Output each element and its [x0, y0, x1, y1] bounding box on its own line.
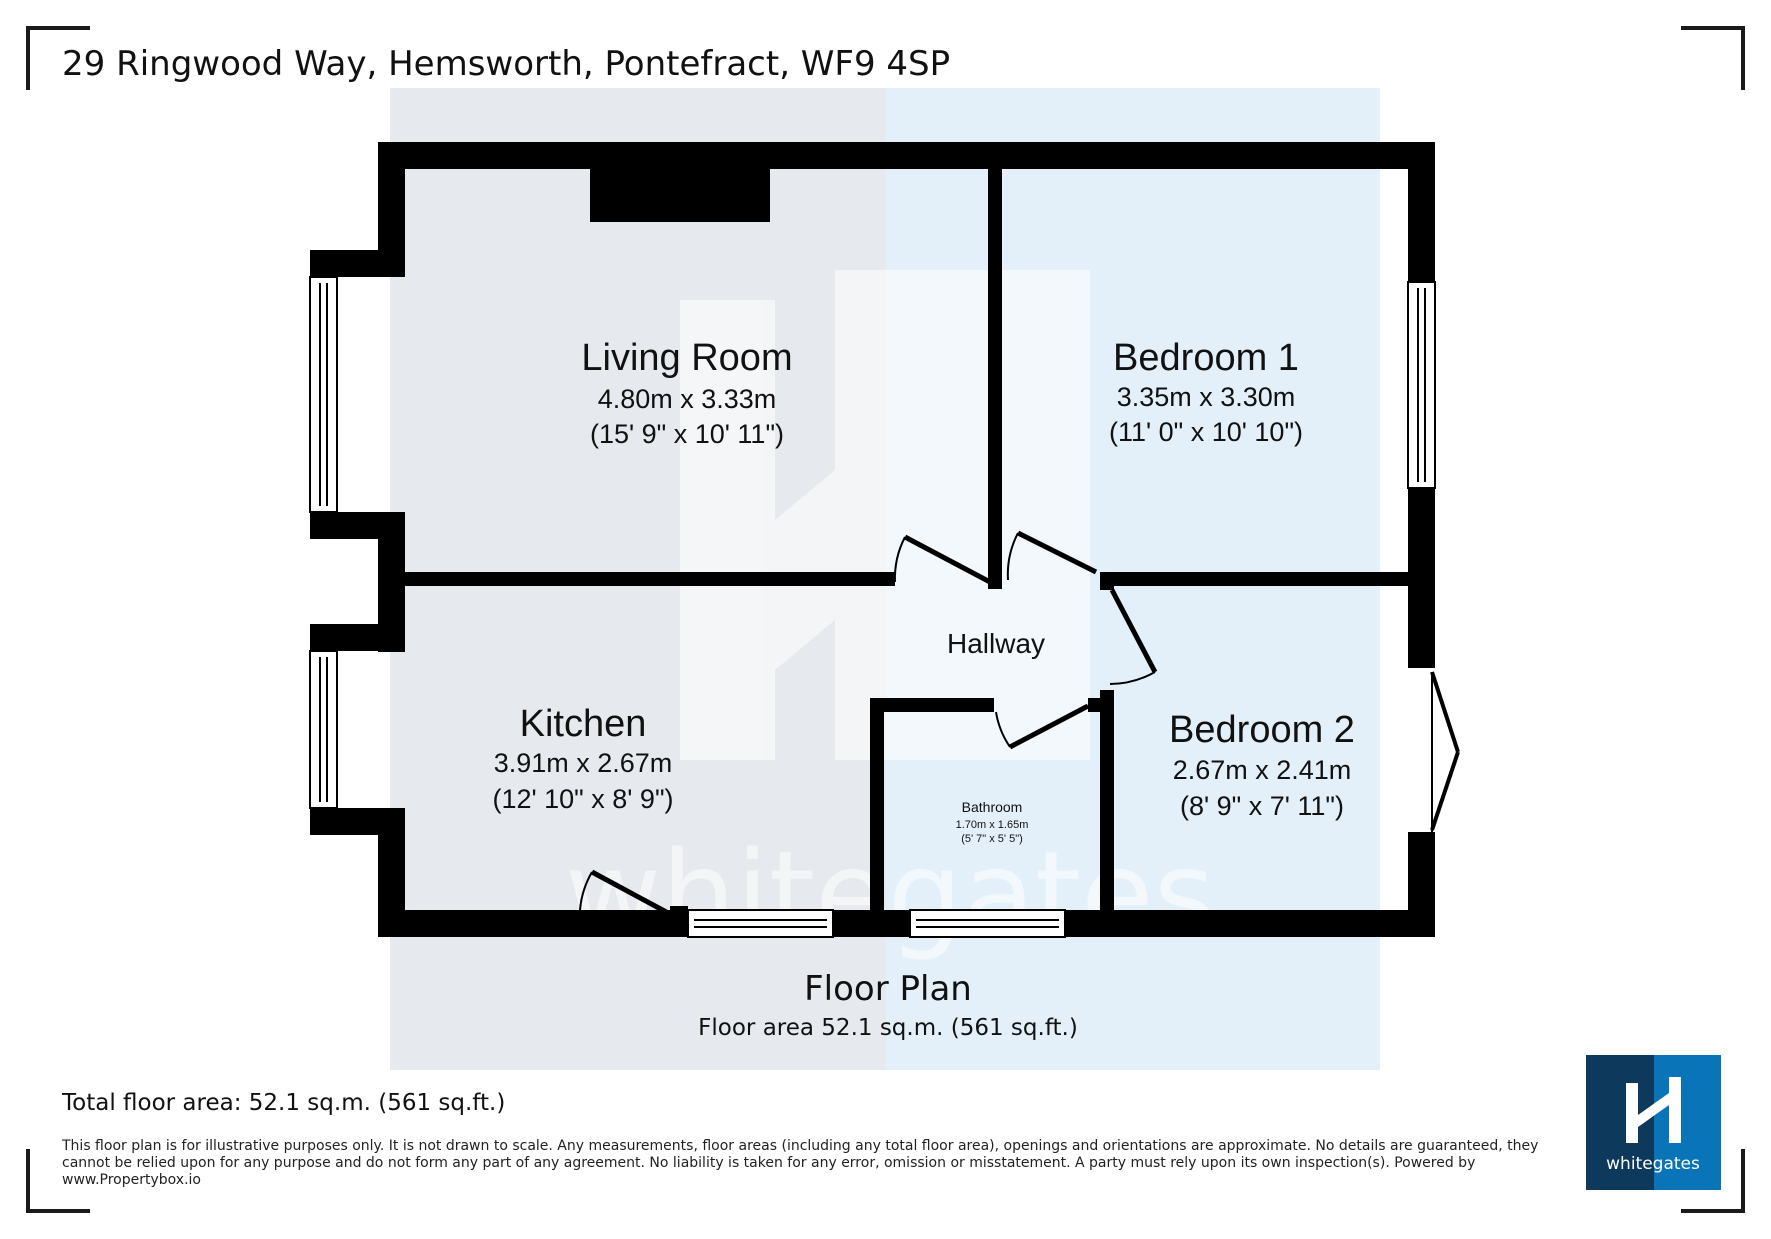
room-name-bathroom: Bathroom: [962, 799, 1023, 815]
window-kitchen-front: [687, 909, 834, 938]
room-name-kitchen: Kitchen: [520, 703, 647, 745]
windows: [309, 276, 1436, 938]
doors: [579, 530, 1460, 917]
room-name-living-room: Living Room: [581, 337, 792, 379]
logo-mark-icon: [1626, 1077, 1681, 1143]
room-size-imperial-kitchen: (12' 10" x 8' 9"): [492, 784, 673, 814]
room-name-bedroom-2: Bedroom 2: [1169, 709, 1355, 751]
floor-plan-area: Floor area 52.1 sq.m. (561 sq.ft.): [698, 1015, 1078, 1041]
corner-mark-bottom-right: [1681, 1149, 1745, 1213]
logo-text: whitegates: [1606, 1154, 1700, 1174]
watermark-logo-icon: [680, 270, 1090, 760]
window-bedroom-1: [1407, 281, 1436, 489]
walls: [310, 142, 1435, 937]
logo-light-panel: [1654, 1055, 1721, 1190]
room-size-kitchen: 3.91m x 2.67m: [494, 748, 673, 778]
room-size-imperial-bathroom: (5' 7" x 5' 5"): [961, 833, 1023, 845]
room-size-bathroom: 1.70m x 1.65m: [956, 819, 1029, 831]
window-kitchen: [309, 650, 338, 809]
whitegates-logo: whitegates: [1586, 1055, 1721, 1190]
room-size-imperial-living-room: (15' 9" x 10' 11"): [590, 419, 784, 449]
floor-plan-title: Floor Plan: [804, 969, 972, 1009]
window-living-room: [309, 276, 338, 513]
room-size-imperial-bedroom-2: (8' 9" x 7' 11"): [1180, 791, 1344, 821]
corner-mark-top-right: [1681, 26, 1745, 90]
room-size-living-room: 4.80m x 3.33m: [598, 384, 777, 414]
room-size-bedroom-2: 2.67m x 2.41m: [1173, 755, 1352, 785]
room-name-bedroom-1: Bedroom 1: [1113, 337, 1299, 379]
room-name-hallway: Hallway: [947, 628, 1045, 659]
corner-mark-top-left: [26, 26, 90, 90]
room-size-imperial-bedroom-1: (11' 0" x 10' 10"): [1109, 417, 1303, 447]
disclaimer-text: This floor plan is for illustrative purp…: [62, 1138, 1539, 1188]
corner-mark-bottom-left: [26, 1149, 90, 1213]
property-address: 29 Ringwood Way, Hemsworth, Pontefract, …: [62, 44, 951, 84]
window-bathroom: [909, 909, 1066, 938]
room-size-bedroom-1: 3.35m x 3.30m: [1117, 382, 1296, 412]
watermark-text: whitegates: [565, 825, 1216, 963]
total-floor-area: Total floor area: 52.1 sq.m. (561 sq.ft.…: [62, 1090, 506, 1116]
